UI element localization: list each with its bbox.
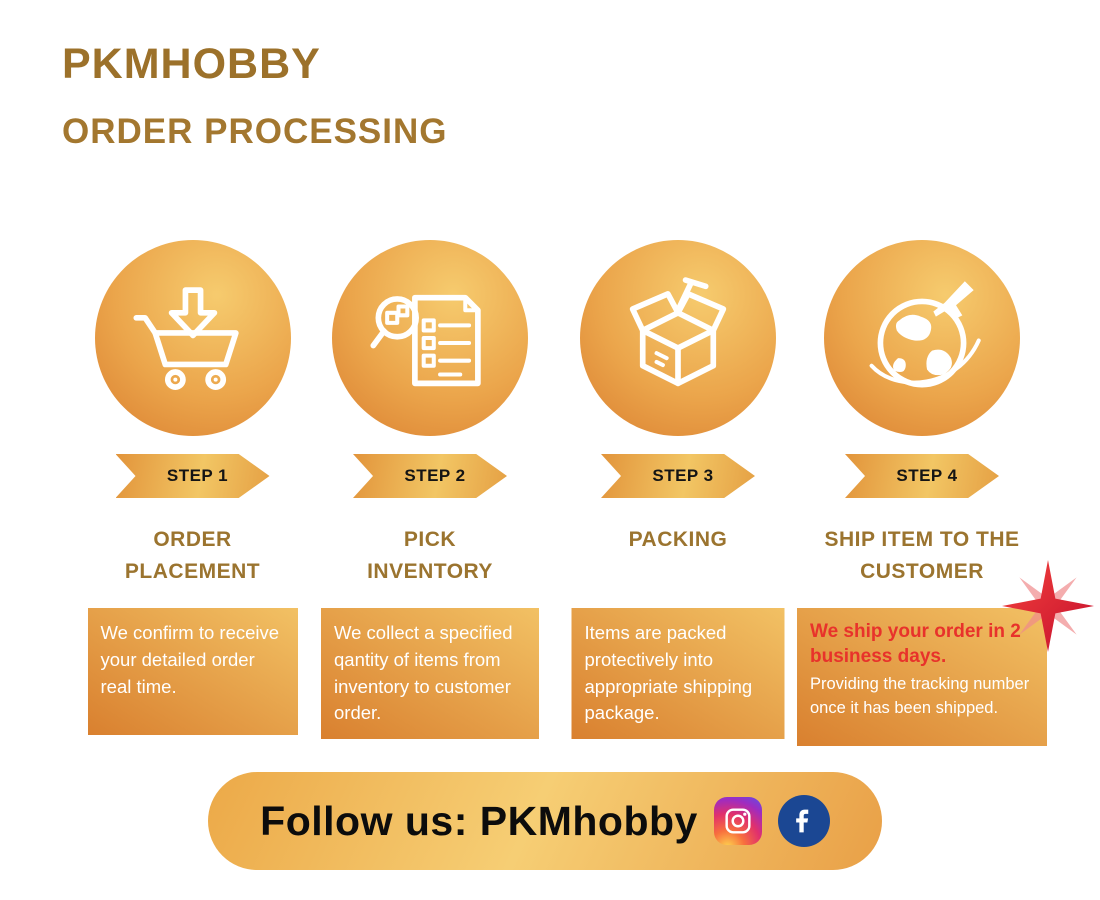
step-4-highlight-text: We ship your order in 2 business days. [810, 621, 1021, 667]
step-4-badge: STEP 4 [845, 454, 999, 498]
facebook-icon[interactable] [777, 795, 830, 847]
step-column-1: STEP 1 ORDER PLACEMENT We confirm to rec… [65, 240, 320, 755]
step-column-2: STEP 2 PICK INVENTORY We collect a speci… [307, 240, 553, 755]
step-column-4: STEP 4 SHIP ITEM TO THE CUSTOMER We ship… [790, 240, 1054, 755]
step-1-badge: STEP 1 [115, 454, 270, 498]
step-4-description: Providing the tracking number once it ha… [810, 675, 1030, 718]
brand-title: PKMHOBBY [62, 40, 321, 88]
step-3-title: PACKING [628, 528, 728, 551]
pick-inventory-icon [367, 275, 493, 401]
step-4-description-box: We ship your order in 2 business days. P… [797, 608, 1047, 746]
step-1-circle [94, 240, 291, 436]
step-column-3: STEP 3 PACKING Items are packed protecti… [555, 240, 801, 755]
step-2-circle [332, 240, 528, 436]
step-2-description: We collect a specified qantity of items … [321, 608, 539, 740]
step-3-description: Items are packed protectively into appro… [571, 608, 785, 740]
sparkle-decoration [1002, 560, 1094, 652]
follow-label: Follow us: PKMhobby [260, 797, 698, 844]
packing-box-icon [615, 275, 741, 401]
instagram-icon[interactable] [713, 797, 762, 845]
step-4-circle [824, 240, 1020, 436]
page-subtitle: ORDER PROCESSING [62, 112, 448, 151]
step-4-title: SHIP ITEM TO THE CUSTOMER [824, 528, 1020, 583]
cart-download-icon [130, 275, 256, 401]
step-1-title: ORDER PLACEMENT [124, 528, 261, 583]
step-3-badge: STEP 3 [601, 454, 755, 498]
step-2-badge: STEP 2 [353, 454, 507, 498]
step-1-description: We confirm to receive your detailed orde… [87, 608, 298, 735]
globe-airplane-icon [859, 275, 985, 401]
step-3-circle [580, 240, 776, 436]
step-2-title: PICK INVENTORY [367, 528, 493, 583]
follow-banner: Follow us: PKMhobby [208, 772, 882, 870]
